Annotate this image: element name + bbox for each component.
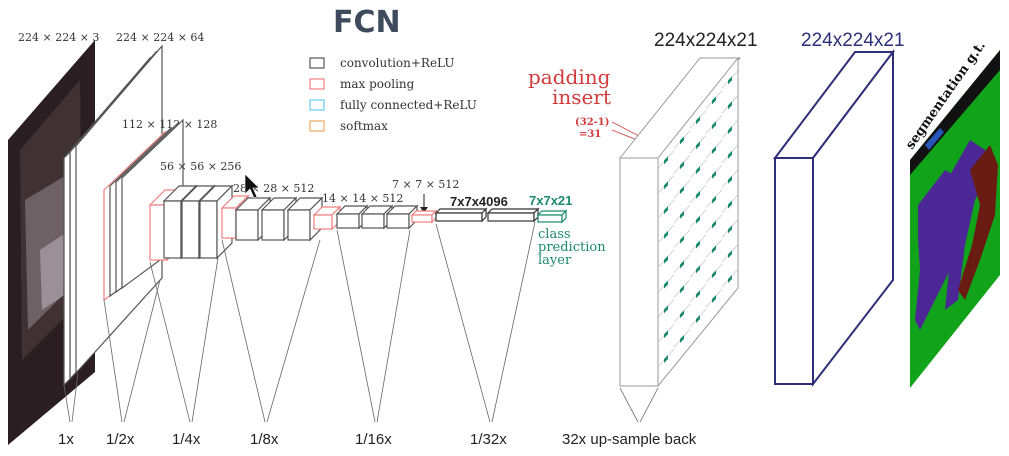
grid-cell-dot xyxy=(664,255,668,264)
output-dim-label: 224x224x21 xyxy=(801,30,905,51)
grid-cell-dot xyxy=(664,330,668,339)
grid-cell-dot xyxy=(680,260,684,269)
grid-cell-dot xyxy=(696,290,700,299)
grid-cell-dot xyxy=(680,235,684,244)
grid-cell-dot xyxy=(696,315,700,324)
upsample-volume xyxy=(618,56,742,388)
scale-label-sixteenth: 1/16x xyxy=(355,431,392,448)
grid-cell-dot xyxy=(712,96,716,105)
conv1-dim-label: 224 × 224 × 64 xyxy=(116,31,204,44)
padding-line-1: padding xyxy=(528,65,611,89)
scale-label-quarter: 1/4x xyxy=(172,431,201,448)
legend-fc-label: fully connected+ReLU xyxy=(340,98,477,112)
grid-cell-dot xyxy=(728,200,732,209)
grid-cell-dot xyxy=(712,245,716,254)
grid-cell-dot xyxy=(680,136,684,145)
scale-label-1x: 1x xyxy=(58,431,74,448)
grid-cell-dot xyxy=(664,206,668,215)
grid-cell-dot xyxy=(664,230,668,239)
grid-cell-dot xyxy=(680,335,684,344)
class-prediction-line-2: prediction xyxy=(538,240,606,255)
grid-cell-dot xyxy=(712,270,716,279)
legend-softmax-entry: softmax xyxy=(309,119,388,133)
pool5-dim-label: 7 × 7 × 512 xyxy=(392,178,459,191)
grid-cell-dot xyxy=(712,146,716,155)
scale-label-thirtysecond: 1/32x xyxy=(470,431,507,448)
grid-cell-dot xyxy=(728,150,732,159)
fc-dim-label: 7x7x4096 xyxy=(450,194,508,209)
grid-cell-dot xyxy=(664,305,668,314)
grid-cell-dot xyxy=(712,295,716,304)
grid-cell-dot xyxy=(664,280,668,289)
grid-cell-dot xyxy=(696,116,700,125)
grid-cell-dot xyxy=(696,190,700,199)
input-dim-label: 224 × 224 × 3 xyxy=(18,31,99,44)
output-volume xyxy=(772,49,896,387)
grid-cell-dot xyxy=(728,175,732,184)
legend-conv-label: convolution+ReLU xyxy=(340,56,454,70)
grid-cell-dot xyxy=(696,141,700,150)
grid-cell-dot xyxy=(728,126,732,135)
legend-softmax-swatch xyxy=(309,120,325,132)
legend-conv-swatch xyxy=(309,57,325,69)
grid-cell-dot xyxy=(712,195,716,204)
pool5-block xyxy=(410,209,438,224)
grid-cell-dot xyxy=(680,210,684,219)
scale-funnels xyxy=(63,221,659,423)
grid-cell-dot xyxy=(680,186,684,195)
fc-block xyxy=(434,207,540,223)
grid-cell-dot xyxy=(664,181,668,190)
grid-cell-dot xyxy=(728,275,732,284)
scale-label-eighth: 1/8x xyxy=(250,431,279,448)
grid-cell-dot xyxy=(680,310,684,319)
padding-line-2: insert xyxy=(552,85,611,109)
class-prediction-label: class prediction layer xyxy=(538,227,610,268)
grid-cell-dot xyxy=(712,170,716,179)
upsample-dim-label: 224x224x21 xyxy=(654,30,758,51)
grid-cell-dot xyxy=(680,161,684,170)
legend-pool-label: max pooling xyxy=(340,77,415,91)
grid-cell-dot xyxy=(712,220,716,229)
grid-cell-dot xyxy=(680,285,684,294)
conv5-dim-label: 14 × 14 × 512 xyxy=(322,192,403,205)
conv3-dim-label: 56 × 56 × 256 xyxy=(160,160,241,173)
padding-value-top: (32-1) =31 xyxy=(575,117,613,140)
conv2-dim-label: 112 × 112 × 128 xyxy=(122,118,217,131)
legend-conv-entry: convolution+ReLU xyxy=(309,56,454,70)
grid-cell-dot xyxy=(696,166,700,175)
mouse-cursor-icon xyxy=(244,173,260,199)
conv3-block xyxy=(148,184,234,262)
conv5-block xyxy=(312,204,419,231)
conv4-block xyxy=(220,194,324,242)
class-prediction-block xyxy=(536,209,568,224)
scale-label-upsample: 32x up-sample back xyxy=(562,431,697,448)
grid-cell-dot xyxy=(696,265,700,274)
segmentation-image xyxy=(910,50,1000,388)
padding-insert-label: padding insert xyxy=(528,65,617,109)
padding-grid xyxy=(657,70,739,368)
scale-labels: 1x 1/2x 1/4x 1/8x 1/16x 1/32x 32x up-sam… xyxy=(58,431,697,448)
class-prediction-line-1: class xyxy=(538,227,571,242)
legend-softmax-label: softmax xyxy=(340,119,388,133)
legend-pool-entry: max pooling xyxy=(309,77,415,91)
scale-label-half: 1/2x xyxy=(106,431,135,448)
grid-cell-dot xyxy=(728,225,732,234)
diagram-title: FCN xyxy=(333,5,401,40)
grid-cell-dot xyxy=(664,156,668,165)
class-prediction-line-3: layer xyxy=(538,253,572,268)
grid-cell-dot xyxy=(664,355,668,364)
class-layer-dim-label: 7x7x21 xyxy=(529,193,572,208)
legend-fc-entry: fully connected+ReLU xyxy=(309,98,477,112)
legend-pool-swatch xyxy=(309,78,325,90)
grid-cell-dot xyxy=(728,101,732,110)
grid-cell-dot xyxy=(728,76,732,85)
grid-cell-dot xyxy=(696,240,700,249)
legend: convolution+ReLU max pooling fully conne… xyxy=(309,56,477,133)
pool5-arrow-icon xyxy=(420,194,428,213)
legend-fc-swatch xyxy=(309,99,325,111)
grid-cell-dot xyxy=(696,215,700,224)
grid-cell-dot xyxy=(712,121,716,130)
grid-cell-dot xyxy=(728,250,732,259)
